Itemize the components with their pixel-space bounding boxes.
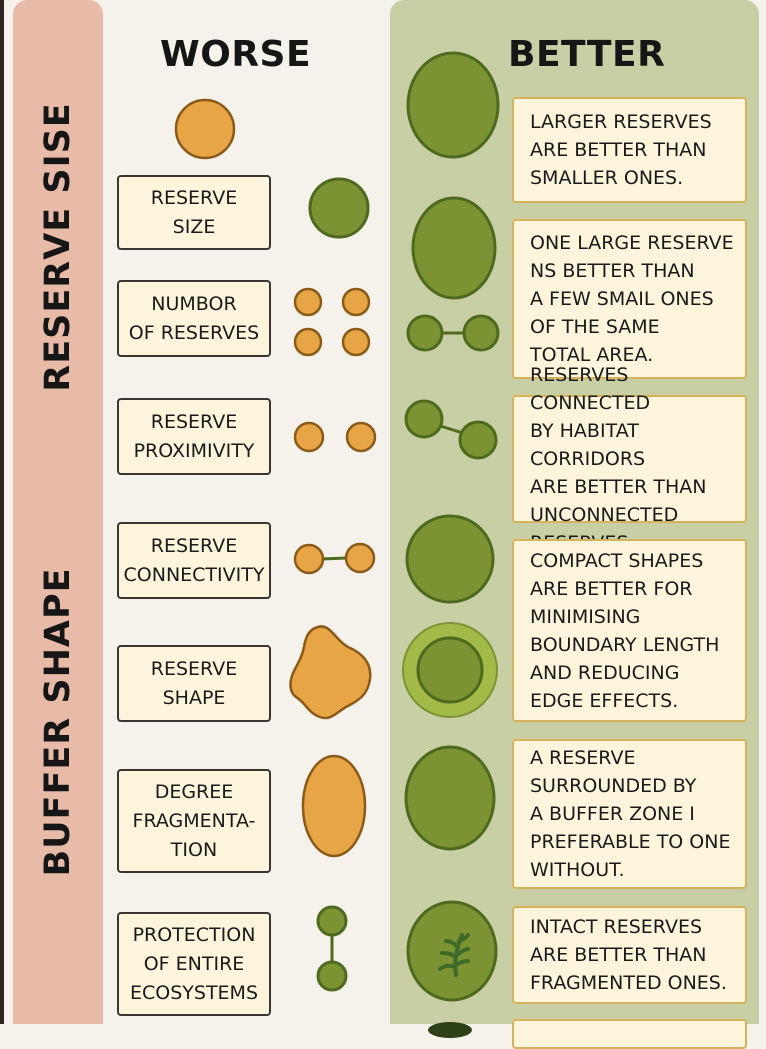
buffered-circle-icon [402,622,498,718]
single-small-circle-icon [174,98,236,160]
small-green-circle-icon [308,177,370,239]
criterion-label-protection-of-ecosystems: PROTECTION OF ENTIRE ECOSYSTEMS [117,912,271,1016]
description-buffer-zone: A RESERVE SURROUNDED BY A BUFFER ZONE I … [512,739,747,889]
two-circles-thin-link-icon [293,542,376,575]
frame-edge [0,0,4,1024]
plant-icon [438,933,470,977]
criterion-label-reserve-size: RESERVE SIZE [117,175,271,250]
description-larger-reserves: LARGER RESERVES ARE BETTER THAN SMALLER … [512,97,747,203]
criterion-label-degree-fragmentation: DEGREE FRAGMENTA- TION [117,769,271,873]
large-oval-icon [411,196,497,300]
better-header: BETTER [508,34,666,75]
side-band [13,0,103,1024]
circle-with-plant-icon [406,900,498,1002]
next-item-circle-cut-off-icon [428,1022,472,1038]
large-circle-icon [406,51,500,159]
worse-header: WORSE [160,34,312,75]
two-linked-circles-icon [406,314,500,352]
criterion-label-reserve-connectivity: RESERVE CONNECTIVITY [117,522,271,599]
two-separate-circles-icon [293,421,377,453]
description-intact-reserves: INTACT RESERVES ARE BETTER THAN FRAGMENT… [512,906,747,1004]
compact-circle-icon [405,514,495,604]
description-compact-shapes: COMPACT SHAPES ARE BETTER FOR MINIMISING… [512,539,747,722]
description-one-large-reserve: ONE LARGE RESERVE NS BETTER THAN A FEW S… [512,219,747,379]
side-label-buffer-shape: BUFFER SHAPE [38,567,78,877]
four-small-circles-icon [293,287,371,357]
description-connected-reserves: RESERVES CONNECTED BY HABITAT CORRIDORS … [512,364,747,554]
criterion-label-reserve-proximity: RESERVE PROXIMIVITY [117,398,271,475]
irregular-blob-icon [289,625,372,720]
criterion-label-reserve-shape: RESERVE SHAPE [117,645,271,722]
vertical-linked-circles-icon [316,905,348,992]
side-label-reserve-size: RESERVE SISE [38,102,78,392]
large-oval-buffer-icon [404,745,496,851]
two-connected-circles-icon [404,399,498,460]
criterion-label-number-of-reserves: NUMBOR OF RESERVES [117,280,271,357]
oval-icon [301,754,367,858]
